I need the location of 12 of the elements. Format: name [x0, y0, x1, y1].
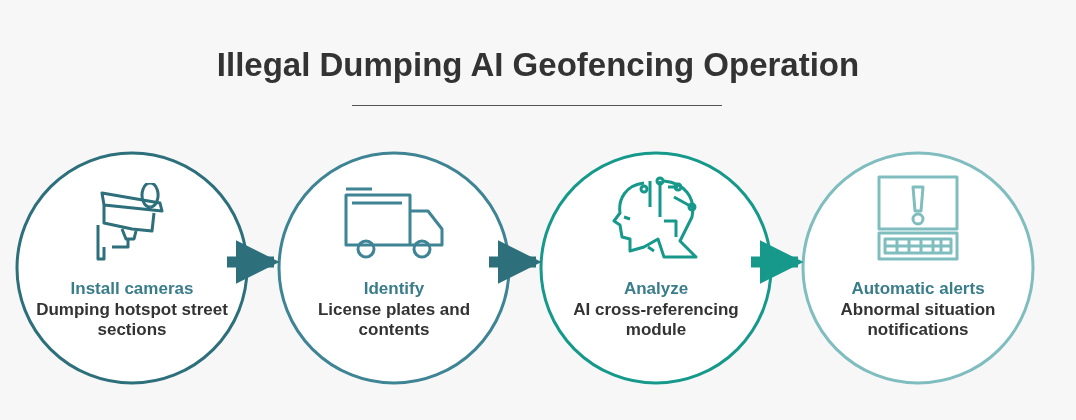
step-description: Abnormal situation notifications: [839, 300, 997, 340]
step-description: AI cross-referencing module: [572, 300, 740, 340]
arrow: [227, 240, 280, 284]
arrow: [489, 240, 542, 284]
step-heading: Automatic alerts: [850, 279, 986, 299]
step-heading: Install cameras: [69, 279, 195, 299]
title: Illegal Dumping AI Geofencing Operation: [215, 46, 861, 84]
step-description: License plates and contents: [316, 300, 472, 340]
step-heading: Identify: [362, 279, 426, 299]
step-description: Dumping hotspot street sections: [35, 300, 229, 340]
step-heading: Analyze: [622, 279, 690, 299]
arrow: [751, 240, 804, 284]
